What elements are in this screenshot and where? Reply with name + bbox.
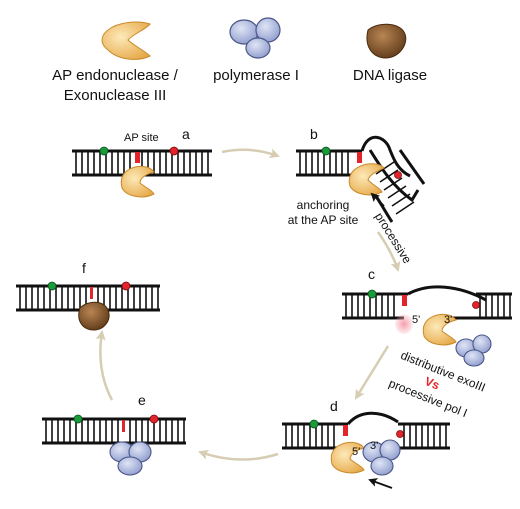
legend-ligase-icon — [366, 23, 407, 59]
marker-red-a — [169, 146, 179, 156]
arrow-c-to-d — [354, 345, 390, 400]
step-label-a: a — [182, 126, 190, 142]
marker-green-c — [367, 289, 377, 299]
ap-site-lesion-c — [402, 295, 407, 306]
marker-red-d — [396, 430, 404, 438]
step-label-b: b — [310, 126, 318, 142]
marker-red-c — [472, 301, 480, 309]
legend-exo-label-line2: Exonuclease III — [63, 87, 167, 104]
step-label-f: f — [82, 260, 86, 276]
step-label-c: c — [368, 266, 375, 282]
exo-enzyme-c — [422, 313, 457, 346]
ap-site-lesion-d — [343, 425, 348, 436]
marker-red-e — [149, 414, 159, 424]
black-arrow-b — [370, 192, 385, 207]
three-prime-label-d: 3' — [370, 440, 379, 452]
exo-enzyme-d — [330, 441, 365, 474]
ap-site-lesion-a — [135, 152, 140, 163]
nick-lesion-e — [122, 420, 125, 432]
dna-c — [342, 285, 512, 320]
pink-glow-c — [395, 314, 413, 334]
ligase-enzyme-f — [78, 301, 110, 331]
pol-enzyme-c — [455, 334, 492, 367]
legend-exo-icon — [101, 21, 151, 60]
legend-exo-label-line1: AP endonuclease / — [52, 67, 178, 84]
marker-green-a — [99, 146, 109, 156]
marker-red-f — [121, 281, 131, 291]
ap-site-lesion-b — [357, 152, 362, 163]
arrow-e-to-f — [95, 330, 114, 401]
five-prime-label-c: 5' — [412, 314, 421, 326]
three-prime-label-c: 3' — [444, 314, 453, 326]
nick-lesion-f — [90, 287, 93, 299]
legend-pol-label: polymerase I — [213, 67, 299, 84]
marker-green-f — [47, 281, 57, 291]
marker-green-e — [73, 414, 83, 424]
dna-e — [42, 417, 186, 445]
exo-enzyme-b — [348, 163, 385, 196]
arrow-a-to-b — [221, 148, 280, 159]
pol-enzyme-e — [109, 441, 152, 476]
step-label-e: e — [138, 392, 146, 408]
dna-d — [282, 411, 450, 450]
legend-pol-icon — [229, 17, 281, 59]
arrow-d-to-e — [198, 449, 279, 461]
marker-green-b — [321, 146, 331, 156]
dna-a — [72, 149, 212, 177]
legend-ligase-label: DNA ligase — [352, 67, 428, 84]
marker-green-d — [309, 419, 319, 429]
marker-red-b — [394, 171, 402, 179]
pol-enzyme-d — [362, 439, 401, 476]
ap-site-label: AP site — [124, 132, 159, 144]
step-label-d: d — [330, 398, 338, 414]
black-arrow-d — [368, 478, 393, 489]
exo-enzyme-a — [120, 165, 155, 198]
arrow-b-to-c — [376, 231, 401, 272]
legend-exo-label: AP endonuclease / Exonuclease III — [10, 66, 220, 106]
anchoring-line1: anchoring — [296, 198, 350, 212]
anchoring-note: anchoring at the AP site — [268, 198, 378, 228]
anchoring-line2: at the AP site — [287, 213, 359, 227]
five-prime-label-d: 5' — [352, 446, 361, 458]
